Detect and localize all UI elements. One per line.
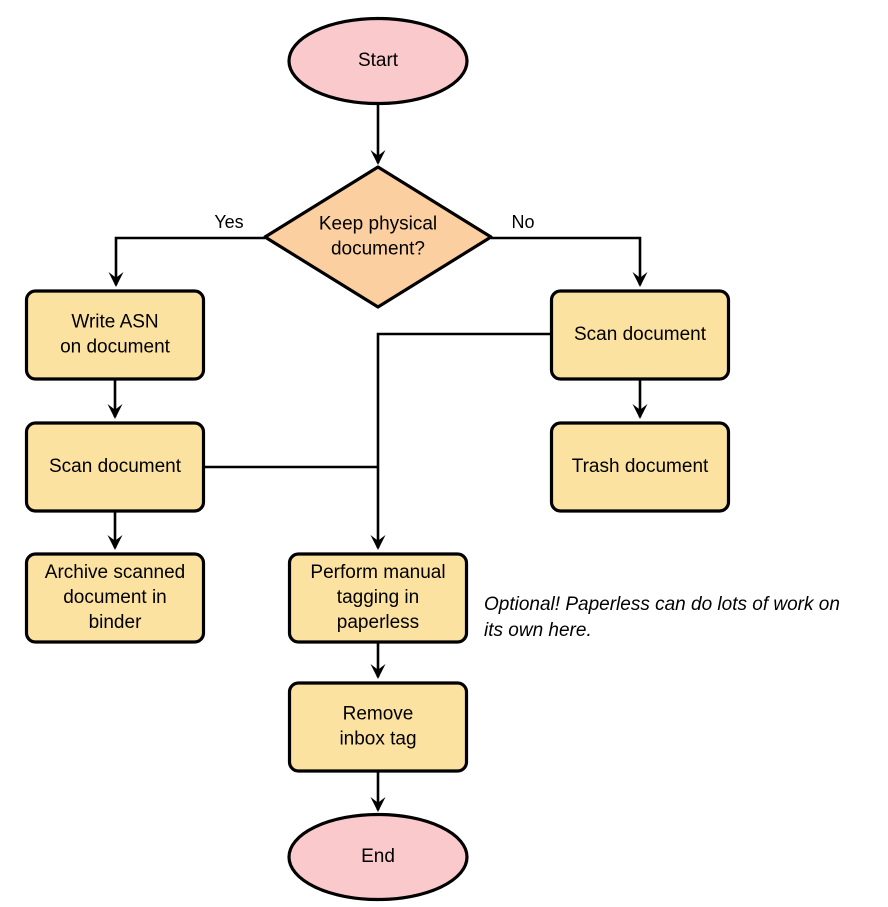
process-rect[interactable] [287,552,469,644]
node-trash[interactable]: Trash document [549,421,731,513]
process-rect[interactable] [549,421,731,513]
node-archive[interactable]: Archive scanned document in binder [24,552,206,644]
process-rect[interactable] [287,681,469,773]
process-rect[interactable] [24,289,206,381]
node-label: paperless [337,612,419,633]
decision-diamond[interactable] [263,165,493,309]
node-manual-tagging[interactable]: Perform manual tagging in paperless [287,552,469,644]
node-end[interactable]: End [287,812,469,902]
edge-arrowhead [632,404,648,419]
edge-arrowhead [370,664,386,679]
annotations-layer: Optional! Paperless can do lots of work … [484,594,840,641]
edges-layer: Yes No [107,104,648,812]
edge-arrowhead [370,535,386,550]
edge-start-to-decision [370,104,386,165]
edge-arrowhead [632,272,648,287]
annotation-line: Optional! Paperless can do lots of work … [484,594,840,615]
edge-decision-no: No [491,212,648,287]
node-scan-left[interactable]: Scan document [24,421,206,513]
edge-arrowhead [370,150,386,165]
node-label: Archive scanned [45,562,185,583]
edge-write-asn-to-scan [107,379,123,419]
edge-decision-yes: Yes [108,212,265,287]
edge-scan-right-to-tagging [370,332,552,550]
process-rect[interactable] [549,289,731,381]
annotation-optional-note: Optional! Paperless can do lots of work … [484,594,840,641]
node-label: document in [63,587,167,608]
edge-arrowhead [108,272,124,287]
edge-remove-to-end [370,771,386,812]
edge-label-decision-no: No [511,212,534,232]
node-label: document? [331,239,425,260]
node-decision[interactable]: Keep physical document? [263,165,493,309]
node-scan-right[interactable]: Scan document [549,289,731,381]
terminator-ellipse[interactable] [287,16,469,106]
annotation-line: its own here. [484,620,592,641]
node-label: Perform manual [310,562,445,583]
node-label: on document [60,337,171,358]
node-remove-inbox[interactable]: Remove inbox tag [287,681,469,773]
node-label: Trash document [572,456,709,477]
edge-line [114,236,265,285]
process-rect[interactable] [24,421,206,513]
edge-arrowhead [107,535,123,550]
edge-arrowhead [107,404,123,419]
node-label: inbox tag [339,729,416,750]
edge-arrowhead [370,797,386,812]
edge-scan-right-to-trash [632,379,648,419]
node-label: Remove [343,704,414,725]
node-label: Keep physical [319,214,437,235]
node-label: Write ASN [71,312,158,333]
terminator-ellipse[interactable] [287,812,469,902]
node-label: Scan document [49,456,182,477]
node-label: tagging in [337,587,419,608]
edge-scan-left-to-archive [107,511,123,550]
edge-line [491,236,642,285]
node-label: End [361,846,395,867]
edge-label-decision-yes: Yes [214,212,243,232]
node-write-asn[interactable]: Write ASN on document [24,289,206,381]
node-label: Scan document [574,324,707,345]
node-start[interactable]: Start [287,16,469,106]
edge-line [376,332,552,548]
node-label: binder [89,612,142,633]
node-label: Start [358,50,399,71]
process-rect[interactable] [24,552,206,644]
edge-tagging-to-remove [370,642,386,679]
